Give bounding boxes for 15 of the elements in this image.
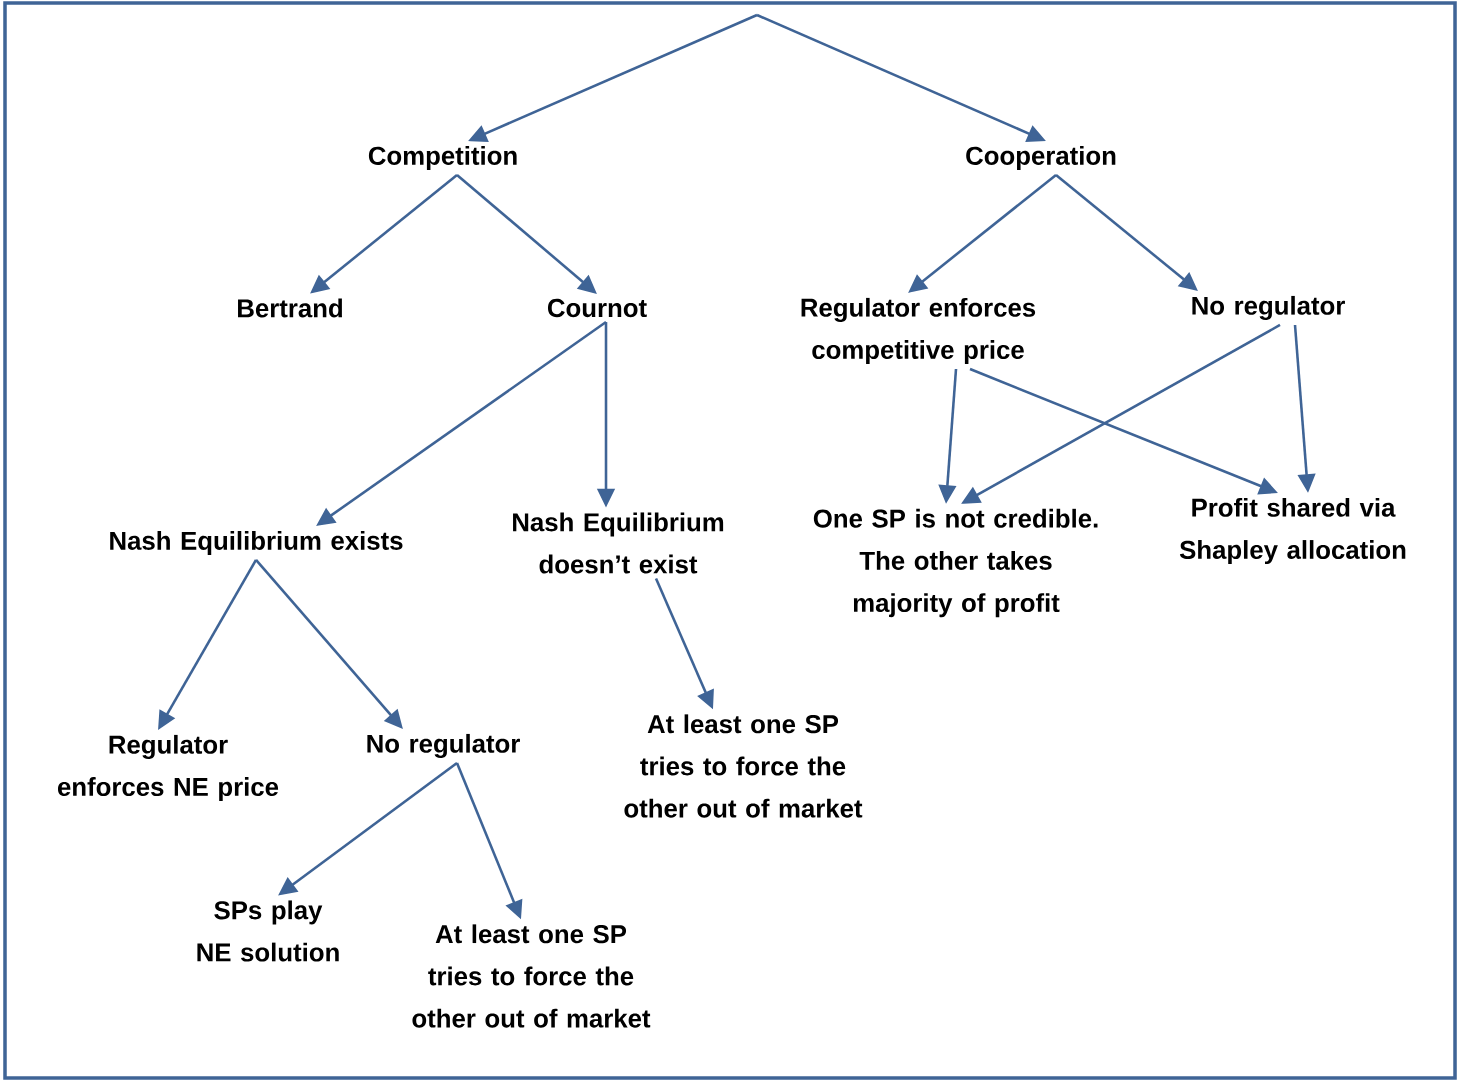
node-label: Regulator enforces competitive price [801,297,1036,365]
node-label: Cournot [547,298,647,318]
node-label: No regulator [1192,295,1345,321]
node-label: Competition [368,146,517,170]
node-label: Nash Equilibrium exists [110,531,403,555]
node-label: One SP is not credible. The other takes majority of profit [813,508,1098,618]
node-label: Profit shared via Shapley allocation [1179,497,1406,565]
node-label: At least one SP tries to force the other out of market [412,924,651,1028]
node-label: No regulator [367,733,520,759]
node-label: SPs play NE solution [197,900,339,962]
node-label: Nash Equilibrium doesn’t exist [513,512,724,574]
node-label: Cooperation [966,146,1116,170]
node-label: Bertrand [238,298,342,318]
node-label: At least one SP tries to force the other out of market [624,714,863,818]
node-label: Regulator enforces NE price [58,734,279,802]
